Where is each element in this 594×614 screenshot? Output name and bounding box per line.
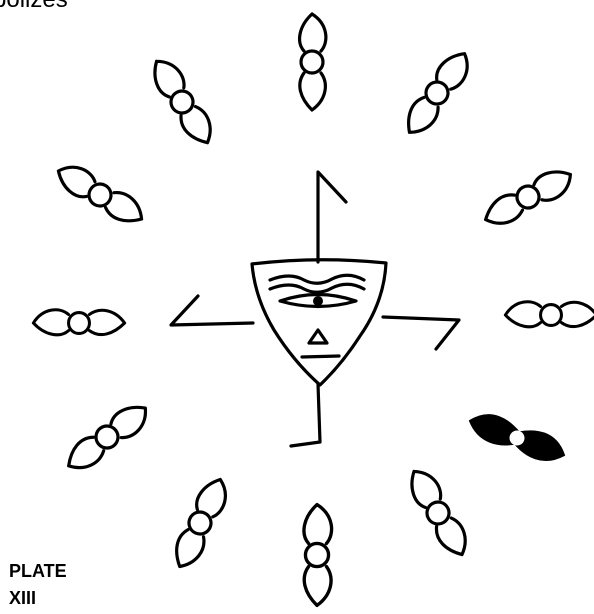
petal-left-lower — [61, 398, 154, 477]
petal-outline — [52, 159, 148, 230]
petal-center-circle — [541, 305, 562, 326]
petal-right-lower — [466, 408, 569, 467]
swastika-arms — [171, 172, 459, 446]
petal-center-circle — [85, 180, 115, 210]
nose-triangle — [309, 330, 327, 343]
petal-center-circle — [92, 422, 123, 453]
arm-top — [318, 172, 346, 262]
brow-line-upper — [270, 275, 364, 283]
petal-outline — [480, 164, 577, 232]
petal-bottom — [304, 505, 332, 606]
petal-outline — [146, 54, 219, 149]
petal-center-circle — [185, 508, 214, 537]
arm-right — [383, 317, 459, 349]
petal-center-circle — [305, 543, 328, 566]
plate-label-line1: PLATE — [9, 558, 67, 585]
plate-label: PLATE XIII — [9, 558, 67, 612]
petal-left-upper — [52, 159, 148, 230]
petal-left — [33, 310, 124, 335]
mouth-line — [302, 356, 339, 357]
petal-outline — [403, 464, 474, 560]
petal-outline — [61, 398, 154, 477]
petal-top — [300, 14, 326, 110]
petal-upper-left — [146, 54, 219, 149]
arm-left — [171, 296, 253, 325]
petal-center-circle — [167, 87, 197, 117]
petal-upper-right — [399, 47, 476, 141]
petal-outline — [399, 47, 476, 141]
arm-bottom — [291, 384, 320, 446]
petal-right-upper — [480, 164, 577, 232]
petal-outline — [168, 474, 232, 572]
petal-lower-right — [403, 464, 474, 560]
petal-center-circle — [422, 78, 453, 109]
petal-ring — [33, 14, 594, 605]
petal-center-circle — [423, 498, 453, 528]
petal-center-circle — [69, 313, 90, 334]
eye-pupil — [313, 296, 323, 306]
plate-label-line2: XIII — [9, 585, 67, 612]
central-face — [252, 260, 386, 385]
brow-line-lower — [270, 284, 364, 292]
petal-right — [505, 302, 594, 327]
petal-center-circle — [513, 182, 543, 212]
petal-center-circle — [301, 51, 323, 73]
petal-lower-left — [168, 474, 232, 572]
